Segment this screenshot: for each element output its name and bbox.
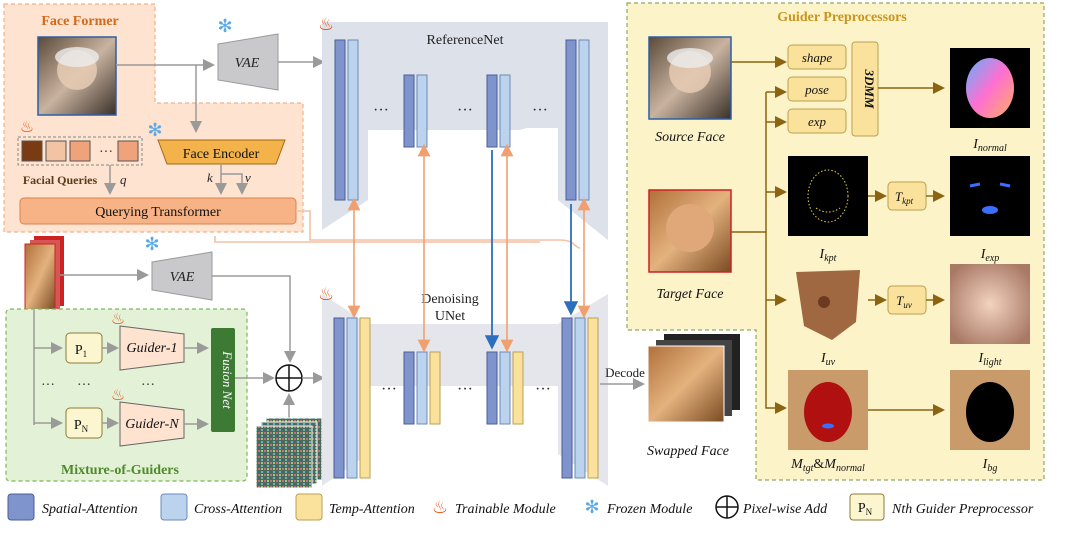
queries-dots: ··· xyxy=(99,145,113,160)
i-uv-label: Iuv xyxy=(820,351,836,368)
target-video-frames xyxy=(24,236,64,311)
mix-dots-1: ··· xyxy=(41,378,55,393)
svg-text:♨: ♨ xyxy=(111,387,125,404)
fire-icon: ♨ xyxy=(432,497,448,517)
pn-label: PN xyxy=(74,418,89,434)
ref-dots-3: ··· xyxy=(532,102,548,119)
snowflake-icon: ✻ xyxy=(217,16,232,36)
fire-icon: ♨ xyxy=(20,119,34,136)
light-image xyxy=(950,264,1030,344)
mix-dots-3: ··· xyxy=(141,378,155,393)
legend-trainable: Trainable Module xyxy=(455,502,556,517)
face-former-title: Face Former xyxy=(41,14,118,29)
facial-queries-group xyxy=(17,136,143,166)
legend-frozen: Frozen Module xyxy=(606,502,692,517)
legend-spatial: Spatial-Attention xyxy=(42,502,138,517)
legend-nth: Nth Guider Preprocessor xyxy=(891,502,1034,517)
mixture-title: Mixture-of-Guiders xyxy=(61,463,179,478)
svg-text:♨: ♨ xyxy=(111,311,125,328)
svg-text:♨: ♨ xyxy=(318,284,334,304)
vae-label-top: VAE xyxy=(235,56,260,71)
svg-text:✻: ✻ xyxy=(217,16,232,36)
target-face-label: Target Face xyxy=(656,287,723,302)
k-label: k xyxy=(207,170,213,185)
referencenet-title: ReferenceNet xyxy=(427,33,504,48)
vae-encoder-top xyxy=(217,33,279,91)
legend-cross: Cross-Attention xyxy=(194,502,282,517)
snowflake-icon: ✻ xyxy=(584,497,599,517)
p1-label: P1 xyxy=(75,343,87,359)
shape-box xyxy=(787,44,847,70)
exp-label: exp xyxy=(808,114,827,129)
i-kpt-label: Ikpt xyxy=(819,247,837,264)
swapped-face-frames xyxy=(647,334,740,423)
svg-text:✻: ✻ xyxy=(144,234,159,254)
mask-label: Mtgt&Mnormal xyxy=(790,457,865,474)
noise-latent-frames xyxy=(255,417,323,489)
i-exp-label: Iexp xyxy=(980,247,1000,264)
plus-circle-icon xyxy=(275,364,303,392)
t-kpt-label: Tkpt xyxy=(895,189,914,206)
source-face-label: Source Face xyxy=(655,130,725,145)
facial-queries-label: Facial Queries xyxy=(23,173,98,187)
shape-label: shape xyxy=(802,50,833,65)
unet-dots-3: ··· xyxy=(535,381,551,398)
querying-transformer-label: Querying Transformer xyxy=(95,205,221,220)
face-encoder xyxy=(157,139,286,165)
exp-box xyxy=(787,108,847,134)
swapped-face-label: Swapped Face xyxy=(647,444,729,459)
unet-dots-1: ··· xyxy=(381,381,397,398)
legend-p-box: PN xyxy=(858,501,873,517)
v-label: v xyxy=(245,170,251,185)
3dmm-box xyxy=(851,41,879,137)
ref-dots-1: ··· xyxy=(373,102,389,119)
svg-text:✻: ✻ xyxy=(147,120,162,140)
fire-icon: ♨ xyxy=(111,387,125,404)
legend-add: Pixel-wise Add xyxy=(742,502,828,517)
guider-1 xyxy=(119,325,185,371)
expression-image xyxy=(950,156,1030,236)
fire-icon: ♨ xyxy=(318,284,334,304)
fire-icon: ♨ xyxy=(318,14,334,34)
guider-preprocessors-panel xyxy=(626,2,1045,481)
guider-preprocessors-title: Guider Preprocessors xyxy=(777,10,907,25)
3dmm-label: 3DMM xyxy=(862,68,877,108)
mix-dots-2: ··· xyxy=(77,378,91,393)
face-encoder-label: Face Encoder xyxy=(183,147,260,162)
vae-label-bottom: VAE xyxy=(170,270,195,285)
i-bg-label: Ibg xyxy=(982,457,998,474)
decode-label: Decode xyxy=(605,365,645,380)
svg-text:♨: ♨ xyxy=(20,119,34,136)
pose-label: pose xyxy=(804,82,829,97)
denoising-title-2: UNet xyxy=(435,309,465,324)
q-label: q xyxy=(120,172,127,187)
plus-circle-icon xyxy=(715,495,739,519)
fusion-net xyxy=(211,328,235,432)
legend-temp: Temp-Attention xyxy=(329,502,415,517)
i-normal-label: Inormal xyxy=(972,137,1007,154)
fire-icon: ♨ xyxy=(111,311,125,328)
ref-dots-2: ··· xyxy=(457,102,473,119)
i-light-label: Ilight xyxy=(977,351,1001,368)
denoising-title-1: Denoising xyxy=(421,292,479,307)
fusion-net-label: Fusion Net xyxy=(220,350,235,409)
keypoint-image xyxy=(788,156,868,236)
vae-encoder-bottom xyxy=(151,251,213,301)
t-uv-label: Tuv xyxy=(896,293,912,310)
guider-n-label: Guider-N xyxy=(125,417,179,432)
snowflake-icon: ✻ xyxy=(144,234,159,254)
legend: Spatial-Attention Cross-Attention Temp-A… xyxy=(7,493,1034,521)
guider-1-label: Guider-1 xyxy=(126,341,177,356)
pose-box xyxy=(787,76,847,102)
guider-n xyxy=(119,401,185,447)
unet-dots-2: ··· xyxy=(457,381,473,398)
svg-text:♨: ♨ xyxy=(318,14,334,34)
snowflake-icon: ✻ xyxy=(147,120,162,140)
